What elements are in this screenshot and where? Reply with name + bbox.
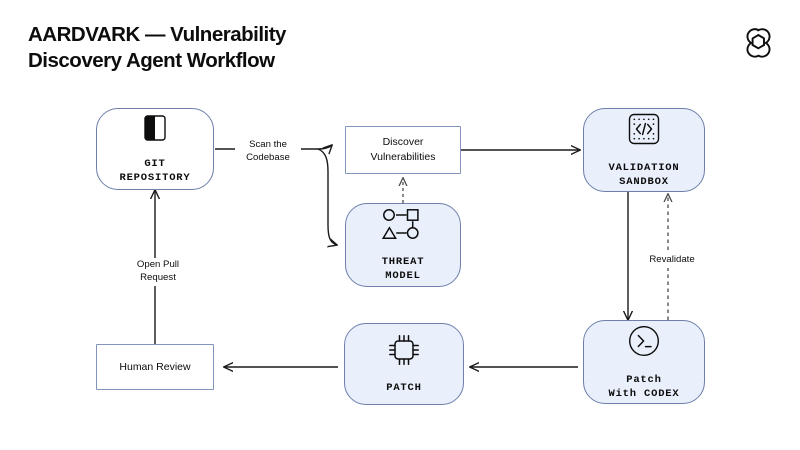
repository-split-square-icon [140, 113, 170, 148]
node-label-patch: PATCH [386, 381, 422, 394]
edge-label-open-pull-request: Open Pull Request [118, 258, 198, 286]
node-label-discover-vulnerabilities: Discover Vulnerabilities [370, 136, 436, 163]
node-label-threat-model: THREAT MODEL [381, 255, 425, 282]
node-threat-model[interactable]: THREAT MODEL [345, 203, 461, 287]
node-label-validation-sandbox: VALIDATION SANDBOX [608, 161, 680, 188]
node-human-review[interactable]: Human Review [96, 344, 214, 390]
page-title: AARDVARK — Vulnerability Discovery Agent… [28, 23, 286, 73]
node-git-repository[interactable]: GIT REPOSITORY [96, 108, 214, 190]
header: AARDVARK — Vulnerability Discovery Agent… [28, 22, 448, 74]
node-label-patch-with-codex: Patch With CODEX [608, 373, 680, 400]
chip-icon [387, 333, 421, 372]
threat-model-graph-icon [380, 207, 426, 246]
edge-label-revalidate: Revalidate [634, 253, 710, 268]
code-brackets-icon [626, 111, 662, 152]
node-discover-vulnerabilities[interactable]: Discover Vulnerabilities [345, 126, 461, 174]
node-validation-sandbox[interactable]: VALIDATION SANDBOX [583, 108, 705, 192]
node-label-git-repository: GIT REPOSITORY [119, 157, 191, 184]
node-patch-with-codex[interactable]: Patch With CODEX [583, 320, 705, 404]
terminal-prompt-icon [626, 323, 662, 364]
node-label-human-review: Human Review [119, 360, 191, 373]
openai-logo-icon [738, 22, 778, 62]
node-patch[interactable]: PATCH [344, 323, 464, 405]
edge-label-scan-the-codebase: Scan the Codebase [235, 138, 301, 166]
